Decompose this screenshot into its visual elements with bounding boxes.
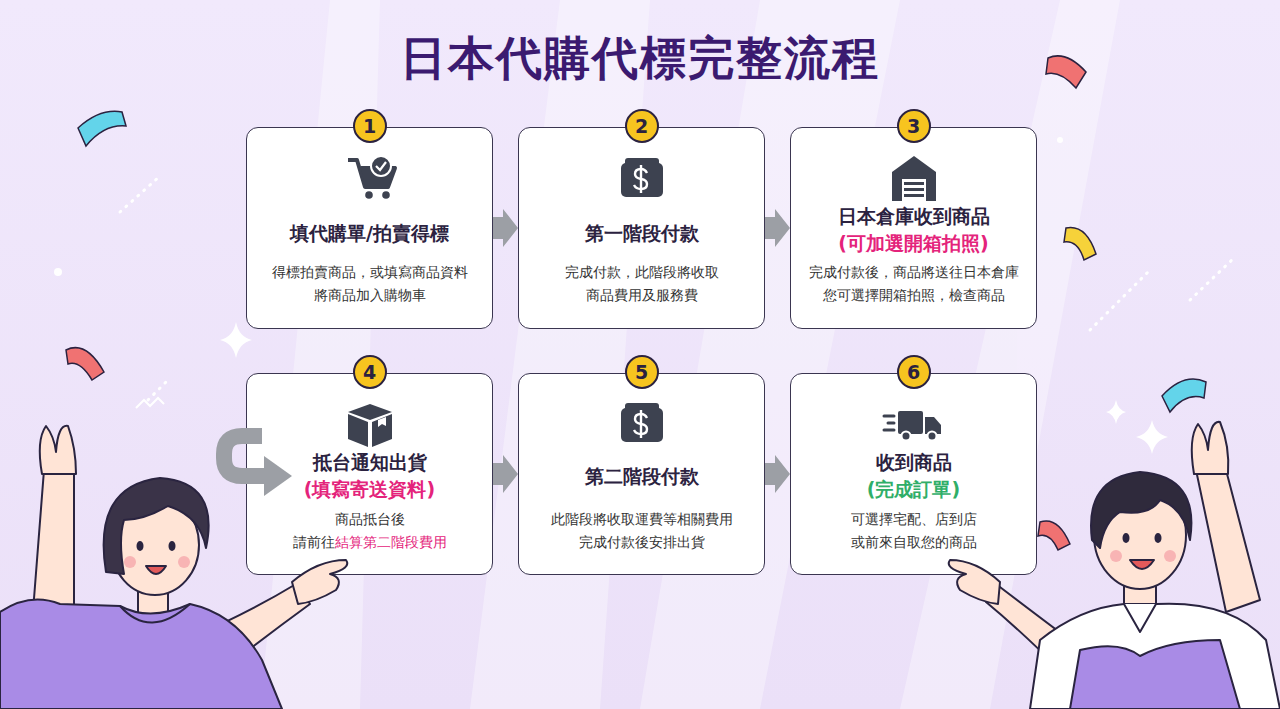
heading-group: 收到商品(完成訂單) [867,449,960,503]
man-illustration [1091,472,1191,548]
sparkle [1106,400,1126,424]
heading-group: 抵台通知出貨(填寫寄送資料) [304,449,435,503]
step-heading: 抵台通知出貨 [313,449,427,476]
step-number-badge: 4 [353,355,387,389]
confetti [66,348,104,380]
zigzag [136,398,164,408]
step-heading: 第二階段付款 [585,463,699,490]
woman-illustration [186,584,310,672]
man-illustration [1124,580,1156,614]
process-box: 日本倉庫收到商品(可加選開箱拍照) 完成付款後，商品將送往日本倉庫 您可選擇開箱拍… [790,127,1037,329]
process-box: 抵台通知出貨(填寫寄送資料)商品抵台後 請前往結算第二階段費用4 [246,373,493,575]
man-illustration [1070,640,1240,709]
callout-number: 1 [363,117,376,136]
man-illustration [1123,533,1130,543]
flow-arrow [765,455,790,493]
step-heading: 收到商品 [876,449,952,476]
dotted-line [1090,270,1150,330]
step-description: 可選擇宅配、店到店 或前來自取您的商品 [851,511,977,550]
diagram-title: 日本代購代標完整流程 [0,26,1280,90]
woman-illustration [111,495,199,595]
confetti [78,111,126,146]
flow-arrow [493,209,518,247]
sparkle [54,268,62,276]
woman-illustration [0,600,282,709]
man-illustration [1155,533,1162,543]
woman-illustration [40,426,76,474]
woman-illustration [146,566,166,574]
body-text: 完成付款後，商品將送往日本倉庫 您可選擇開箱拍照，檢查商品 [799,261,1029,307]
callout-number: 6 [907,363,920,382]
man-illustration [1130,560,1154,569]
step-description: 此階段將收取運費等相關費用 完成付款後安排出貨 [551,511,733,550]
confetti [1064,228,1096,260]
step-number-badge: 2 [625,109,659,143]
callout-number: 2 [635,117,648,136]
callout-number: 3 [907,117,920,136]
step-description: 完成付款，此階段將收取 商品費用及服務費 [565,264,719,303]
body-text: 商品抵台後 請前往結算第二階段費用 [285,508,455,554]
woman-illustration [124,556,136,568]
woman-illustration [104,478,209,574]
woman-illustration [30,470,74,650]
confetti [1046,56,1086,88]
flow-arrow [493,455,518,493]
sparkle [1136,420,1168,454]
step-number-badge: 5 [625,355,659,389]
woman-illustration [138,585,168,615]
confetti [1038,521,1070,550]
light-beam [260,0,1120,709]
step-description: 得標拍賣商品，或填寫商品資料 將商品加入購物車 [272,264,468,303]
step-number-badge: 3 [897,109,931,143]
woman-illustration [120,604,190,623]
man-illustration [1030,604,1280,709]
body-text: 完成付款，此階段將收取 商品費用及服務費 [527,261,757,307]
man-illustration [1094,481,1186,589]
highlight-text: 結算第二階段費用 [335,534,447,550]
heading-group: 日本倉庫收到商品(可加選開箱拍照) [838,203,990,257]
callout-number: 4 [363,363,376,382]
woman-illustration [178,556,190,568]
callout-number: 5 [635,363,648,382]
process-box: 第二階段付款此階段將收取運費等相關費用 完成付款後安排出貨5 [518,373,765,575]
step-note: (可加選開箱拍照) [838,230,988,257]
light-beam [260,0,380,709]
heading-group: 第一階段付款 [585,220,699,247]
body-text: 可選擇宅配、店到店 或前來自取您的商品 [799,508,1029,554]
body-text: 得標拍賣商品，或填寫商品資料 將商品加入購物車 [255,261,485,307]
sparkle [1057,137,1063,143]
flow-arrow [765,209,790,247]
step-description: 完成付款後，商品將送往日本倉庫 您可選擇開箱拍照，檢查商品 [809,264,1019,303]
heading-group: 第二階段付款 [585,463,699,490]
step-note: (填寫寄送資料) [304,476,435,503]
light-beam [640,0,900,709]
process-box: 第一階段付款完成付款，此階段將收取 商品費用及服務費2 [518,127,765,329]
sparkle [220,322,252,358]
man-illustration [986,584,1070,670]
body-text: 此階段將收取運費等相關費用 完成付款後安排出貨 [527,508,757,554]
man-illustration [1196,470,1260,612]
woman-illustration [137,541,144,551]
woman-illustration [169,541,176,551]
step-heading: 填代購單/拍賣得標 [290,220,449,247]
man-illustration [1164,550,1176,562]
man-illustration [1124,604,1156,632]
heading-group: 填代購單/拍賣得標 [290,220,449,247]
dotted-line [120,176,160,212]
light-beam [900,0,1120,709]
zigzag [136,398,164,408]
step-heading: 日本倉庫收到商品 [838,203,990,230]
man-illustration [1110,550,1122,562]
confetti [1162,379,1206,412]
step-heading: 第一階段付款 [585,220,699,247]
step-note: (完成訂單) [867,476,960,503]
step-number-badge: 1 [353,109,387,143]
light-beam [470,0,650,709]
man-illustration [1192,422,1229,474]
process-box: 收到商品(完成訂單)可選擇宅配、店到店 或前來自取您的商品6 [790,373,1037,575]
step-number-badge: 6 [897,355,931,389]
process-box: 填代購單/拍賣得標得標拍賣商品，或填寫商品資料 將商品加入購物車1 [246,127,493,329]
dotted-line [1190,256,1236,300]
